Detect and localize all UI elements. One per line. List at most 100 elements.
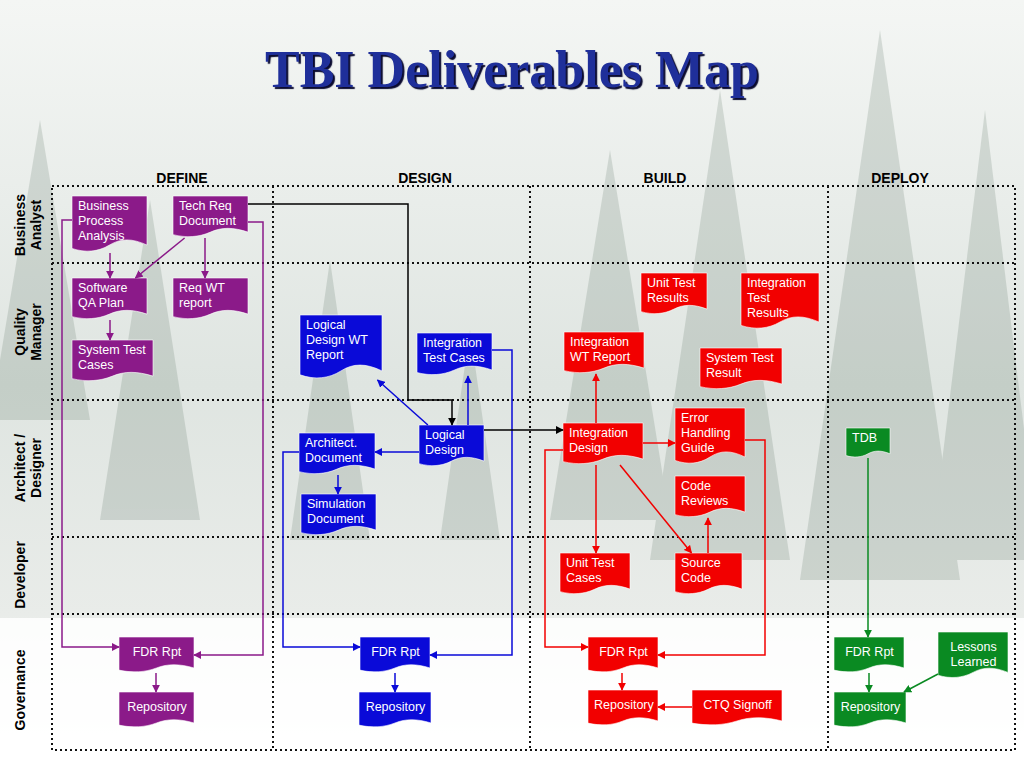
connector-arrow: [621, 673, 623, 690]
connector-arrow: [658, 440, 765, 655]
document-box: Code Reviews: [675, 476, 745, 518]
connector-arrow: [595, 465, 597, 553]
connector-arrow: [109, 320, 111, 340]
document-box: Business Process Analysis: [72, 196, 147, 253]
node-text: System Test Cases: [72, 340, 153, 382]
node-text: Logical Design WT Report: [300, 315, 382, 372]
connector-arrow: [868, 673, 870, 692]
document-box: Integration WT Report: [564, 332, 644, 374]
document-outline: [938, 632, 1008, 677]
node-text: Software QA Plan: [72, 278, 147, 320]
document-box: Source Code: [675, 553, 742, 595]
document-box: FDR Rpt: [834, 637, 904, 673]
connector-arrow: [109, 253, 111, 278]
document-box: FDR Rpt: [119, 637, 194, 673]
document-box: Repository: [588, 690, 658, 726]
document-box: Req WT report: [173, 278, 248, 320]
node-text: Code Reviews: [675, 476, 745, 518]
connector-arrow: [467, 376, 469, 425]
node-text: Repository: [588, 690, 658, 722]
node-text: FDR Rpt: [834, 637, 904, 669]
column-header: DEFINE: [122, 170, 242, 186]
node-text: TDB: [846, 428, 890, 455]
document-box: Repository: [119, 692, 194, 728]
connector-arrow: [135, 238, 184, 278]
document-outline: [360, 637, 430, 672]
document-box: Integration Design: [563, 423, 643, 465]
node-text: Architect. Document: [299, 433, 375, 475]
dotted-grid: [52, 186, 1015, 750]
connector-arrow: [904, 674, 938, 692]
node-text: CTQ Signoff: [692, 690, 782, 722]
node-text: Repository: [119, 692, 194, 724]
document-box: Repository: [359, 692, 431, 728]
row-label: Architect / Designer: [12, 422, 44, 514]
node-text: Logical Design: [419, 425, 484, 467]
row-label: Business Analyst: [12, 189, 44, 261]
document-box: Unit Test Results: [641, 273, 707, 315]
document-box: FDR Rpt: [360, 637, 430, 673]
document-box: System Test Result: [700, 348, 782, 390]
row-label: Quality Manager: [12, 296, 44, 368]
column-header: DESIGN: [365, 170, 485, 186]
document-box: Repository: [834, 692, 906, 728]
node-text: Simulation Document: [301, 494, 376, 536]
connector-arrow: [375, 451, 419, 453]
node-text: System Test Result: [700, 348, 782, 390]
document-outline: [834, 637, 904, 672]
governance-band: [0, 618, 1024, 768]
connector-arrow: [484, 429, 563, 431]
document-outline: [417, 333, 492, 375]
document-outline: [359, 692, 431, 727]
document-box: System Test Cases: [72, 340, 153, 382]
column-header: DEPLOY: [840, 170, 960, 186]
connector-arrow: [155, 673, 157, 692]
tree-silhouettes: [0, 30, 1024, 580]
node-text: Error Handling Guide: [675, 408, 745, 465]
node-text: FDR Rpt: [360, 637, 430, 669]
node-text: Repository: [359, 692, 431, 724]
connector-arrow: [643, 442, 675, 444]
node-text: Integration WT Report: [564, 332, 644, 374]
node-text: Repository: [834, 692, 906, 724]
connector-arrow: [337, 475, 339, 494]
document-outline: [588, 690, 658, 725]
document-box: FDR Rpt: [588, 637, 658, 673]
document-box: Lessons Learned: [938, 632, 1008, 679]
document-outline: [119, 692, 194, 727]
connector-arrow: [707, 518, 709, 553]
document-box: Integration Test Cases: [417, 333, 492, 376]
connector-arrow: [194, 222, 263, 655]
document-box: CTQ Signoff: [692, 690, 782, 726]
document-box: Error Handling Guide: [675, 408, 745, 465]
connector-arrow: [248, 204, 452, 425]
node-text: Business Process Analysis: [72, 196, 147, 253]
node-text: Lessons Learned: [938, 632, 1008, 679]
document-box: Logical Design WT Report: [300, 315, 382, 380]
connector-arrow: [204, 238, 206, 278]
document-box: Logical Design: [419, 425, 484, 467]
node-text: FDR Rpt: [119, 637, 194, 669]
node-text: Source Code: [675, 553, 742, 595]
node-text: Integration Design: [563, 423, 643, 465]
document-outline: [834, 692, 906, 727]
connector-arrow: [545, 450, 588, 647]
connector-arrow: [394, 673, 396, 692]
connector-arrow: [62, 220, 119, 647]
document-outline: [588, 637, 658, 672]
node-text: Unit Test Cases: [560, 553, 630, 595]
document-box: Simulation Document: [301, 494, 376, 536]
connector-arrow: [595, 374, 597, 423]
document-box: Architect. Document: [299, 433, 375, 475]
node-text: Tech Req Document: [173, 196, 248, 238]
document-outline: [692, 690, 782, 725]
row-label: Governance: [12, 635, 28, 745]
column-header: BUILD: [605, 170, 725, 186]
node-text: FDR Rpt: [588, 637, 658, 669]
node-text: Req WT report: [173, 278, 248, 320]
document-outline: [119, 637, 194, 672]
document-outline: [846, 428, 890, 457]
